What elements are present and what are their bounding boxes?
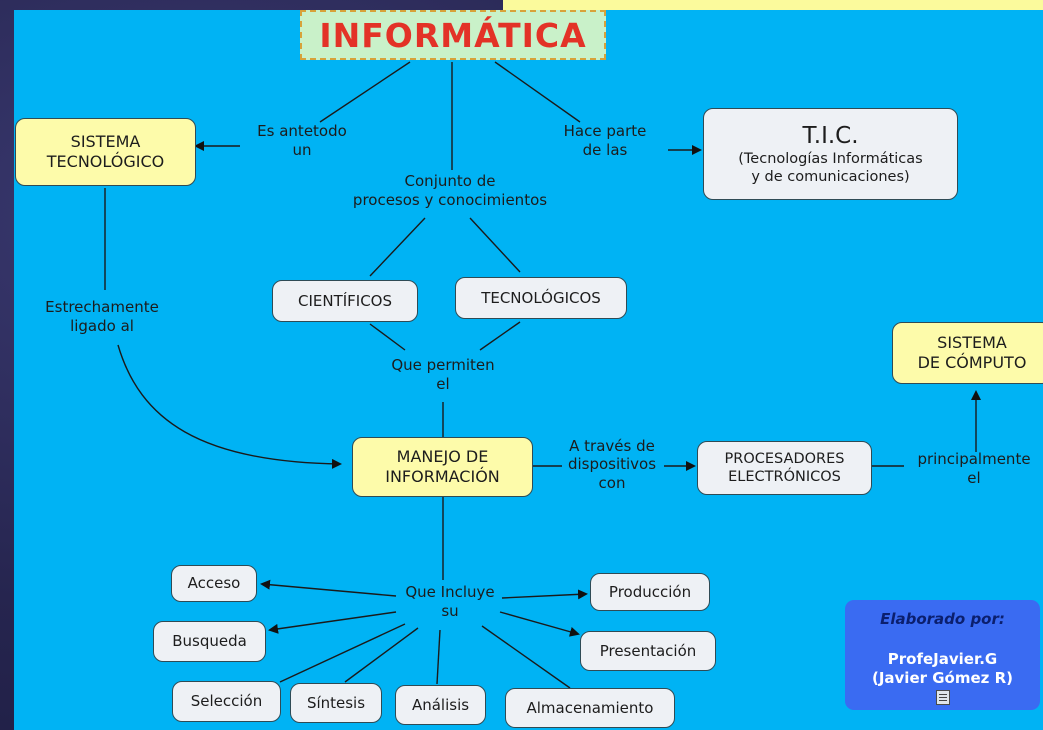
- document-icon[interactable]: [935, 689, 950, 705]
- link-hace-parte: Hace parte de las: [563, 122, 647, 160]
- curve-estrechamente-to-manejo: [117, 344, 342, 469]
- arrow-to-presentacion: [499, 611, 580, 637]
- line-conjunto-to-tecnologicos: [469, 217, 521, 273]
- tic-description: (Tecnologías Informáticas y de comunicac…: [738, 151, 923, 186]
- credit-author: ProfeJavier.G (Javier Gómez R): [845, 650, 1040, 688]
- credit-name: ProfeJavier.G: [887, 650, 998, 668]
- line-cientificos-to-que-permiten: [369, 323, 406, 351]
- credit-box: Elaborado por: ProfeJavier.G (Javier Góm…: [845, 600, 1040, 710]
- line-title-to-hace-parte: [494, 61, 581, 123]
- node-produccion: Producción: [590, 573, 710, 611]
- node-presentacion: Presentación: [580, 631, 716, 671]
- credit-fullname: (Javier Gómez R): [871, 668, 1014, 687]
- node-sintesis: Síntesis: [290, 683, 382, 723]
- node-seleccion: Selección: [172, 681, 281, 722]
- line-to-almacenamiento: [481, 625, 571, 689]
- link-a-traves: A través de dispositivos con: [567, 437, 657, 492]
- line-to-sintesis: [344, 627, 419, 683]
- link-que-permiten: Que permiten el: [391, 356, 495, 394]
- link-conjunto: Conjunto de procesos y conocimientos: [352, 172, 548, 210]
- tic-acronym: T.I.C.: [802, 122, 859, 149]
- link-que-incluye: Que Incluye su: [405, 583, 495, 621]
- link-es-antetodo: Es antetodo un: [257, 122, 347, 160]
- line-title-to-es-antetodo: [319, 61, 411, 123]
- node-procesadores: PROCESADORES ELECTRÓNICOS: [697, 441, 872, 495]
- arrow-to-acceso: [260, 579, 397, 597]
- link-estrechamente: Estrechamente ligado al: [45, 298, 159, 336]
- node-sistema-computo: SISTEMA DE CÓMPUTO: [892, 322, 1043, 384]
- node-tecnologicos: TECNOLÓGICOS: [455, 277, 627, 319]
- node-almacenamiento: Almacenamiento: [505, 688, 675, 728]
- line-conjunto-to-cientificos: [369, 217, 426, 277]
- line-to-analisis: [436, 629, 441, 685]
- node-manejo-informacion: MANEJO DE INFORMACIÓN: [352, 437, 533, 497]
- node-acceso: Acceso: [171, 565, 257, 602]
- arrow-to-busqueda: [268, 611, 397, 634]
- node-cientificos: CIENTÍFICOS: [272, 280, 418, 322]
- credit-heading: Elaborado por:: [880, 610, 1005, 628]
- title-informatica: INFORMÁTICA: [300, 10, 606, 60]
- node-sistema-tecnologico: SISTEMA TECNOLÓGICO: [15, 118, 196, 186]
- node-tic: T.I.C. (Tecnologías Informáticas y de co…: [703, 108, 958, 200]
- node-analisis: Análisis: [395, 685, 486, 725]
- top-highlight-strip: [503, 0, 1043, 10]
- link-principalmente: principalmente el: [917, 450, 1031, 488]
- line-to-seleccion: [279, 623, 406, 683]
- arrow-to-produccion: [501, 589, 588, 600]
- line-tecnologicos-to-que-permiten: [479, 321, 521, 351]
- node-busqueda: Busqueda: [153, 621, 266, 662]
